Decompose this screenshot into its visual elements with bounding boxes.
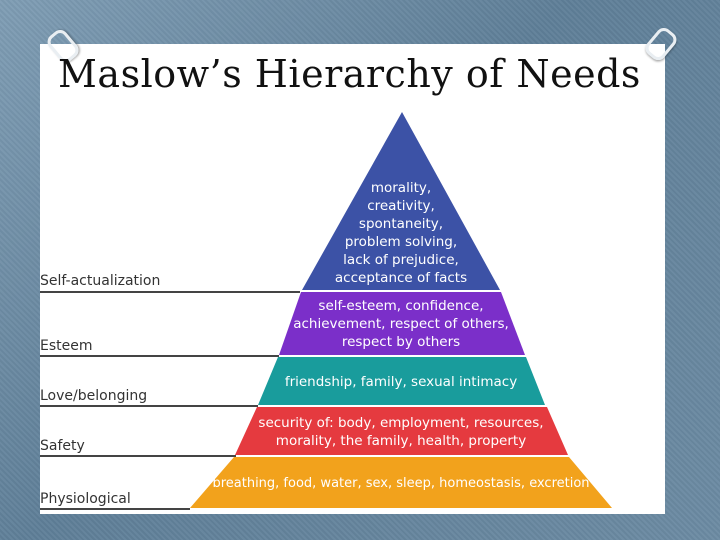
- self-actualization-line: problem solving,: [345, 234, 457, 250]
- safety-line: security of: body, employment, resources…: [258, 415, 543, 431]
- self-actualization-line: spontaneity,: [359, 216, 443, 232]
- level-label-physiological: Physiological: [40, 491, 131, 507]
- pyramid-level-physiological: [190, 457, 612, 508]
- self-actualization-line: creativity,: [367, 198, 435, 214]
- level-label-safety: Safety: [40, 438, 85, 454]
- pyramid-level-love-belonging: [258, 357, 545, 405]
- esteem-line: self-esteem, confidence,: [318, 298, 483, 314]
- love-belonging-line: friendship, family, sexual intimacy: [285, 374, 517, 390]
- level-label-esteem: Esteem: [40, 338, 93, 354]
- pyramid-level-esteem: [279, 292, 525, 355]
- physiological-line: breathing, food, water, sex, sleep, home…: [212, 476, 589, 491]
- self-actualization-line: acceptance of facts: [335, 270, 467, 286]
- slide-title: Maslow’s Hierarchy of Needs: [58, 52, 641, 96]
- self-actualization-line: morality,: [371, 180, 431, 196]
- pyramid-level-self-actualization: [302, 112, 500, 290]
- esteem-line: respect by others: [342, 334, 460, 350]
- level-label-love-belonging: Love/belonging: [40, 388, 147, 404]
- safety-line: morality, the family, health, property: [276, 433, 526, 449]
- self-actualization-line: lack of prejudice,: [343, 252, 459, 268]
- esteem-line: achievement, respect of others,: [293, 316, 509, 332]
- level-label-self-actualization: Self-actualization: [40, 273, 160, 289]
- pyramid-level-safety: [235, 407, 568, 455]
